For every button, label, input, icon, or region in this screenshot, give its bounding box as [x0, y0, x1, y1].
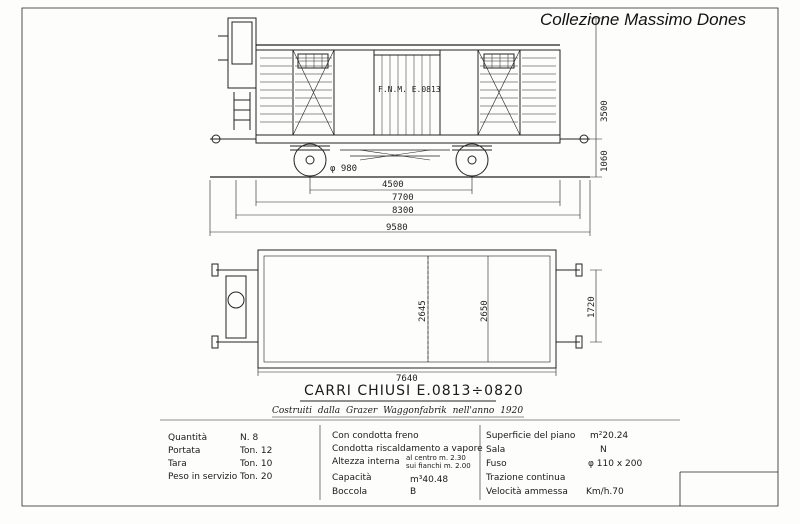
dim-label-7700: 7700: [392, 193, 414, 203]
spec-altezza-centro: al centro m. 2.30: [406, 454, 466, 462]
spec-condotta-riscaldamento: Condotta riscaldamento a vapore: [332, 444, 483, 454]
spec-superficie-label: Superficie del piano: [486, 431, 576, 441]
wheel-diameter-label: φ 980: [330, 164, 358, 174]
spec-sala-value: N: [600, 445, 607, 455]
spec-value: Ton. 10: [240, 459, 273, 469]
drawing-subtitle: Costruiti dalla Grazer Waggonfabrik nell…: [272, 406, 524, 416]
wheel-left: [293, 143, 327, 177]
specs-col1-labels: Quantità Portata Tara Peso in servizio: [168, 432, 237, 484]
spec-label: Quantità: [168, 433, 208, 443]
spec-altezza-label: Altezza interna: [332, 457, 400, 467]
spec-value: Ton. 20: [240, 472, 273, 482]
spec-label: Portata: [168, 446, 201, 456]
spec-capacita-label: Capacità: [332, 473, 372, 483]
dim-vert-top: [590, 269, 602, 343]
underframe: [255, 134, 561, 144]
spec-value: Ton. 12: [240, 446, 273, 456]
spec-velocita-value: Km/h.70: [586, 487, 624, 497]
top-view: [211, 249, 602, 376]
spec-boccola-label: Boccola: [332, 487, 368, 497]
spec-trazione: Trazione continua: [486, 473, 566, 483]
wheel-right: [455, 143, 489, 177]
collection-watermark: Collezione Massimo Dones: [540, 10, 746, 29]
dim-label-3500: 3500: [600, 100, 610, 122]
drawing-title: CARRI CHIUSI E.0813÷0820: [304, 383, 524, 399]
top-outline: [257, 249, 557, 369]
dim-vert-side: [590, 17, 602, 178]
dim-label-1060: 1060: [600, 150, 610, 172]
spec-superficie-value: m²20.24: [590, 431, 629, 441]
spec-fuso-label: Fuso: [486, 459, 507, 469]
spec-altezza-fianchi: sui fianchi m. 2.00: [406, 462, 471, 470]
spec-value: N. 8: [240, 433, 259, 443]
specs-col2: Con condotta freno Condotta riscaldament…: [332, 430, 483, 456]
dim-label-2650: 2650: [480, 300, 490, 322]
sheet-frame: [21, 7, 779, 507]
wagon-marking: F.N.M. E.0813: [378, 85, 441, 94]
spec-boccola-value: B: [410, 487, 417, 497]
side-view: [209, 17, 602, 236]
dim-label-9580: 9580: [386, 223, 408, 233]
dim-label-4500: 4500: [382, 180, 404, 190]
spec-capacita-value: m³40.48: [410, 475, 449, 485]
spec-velocita-label: Velocità ammessa: [486, 487, 568, 497]
dim-label-8300: 8300: [392, 206, 414, 216]
spec-altezza-values: al centro m. 2.30 sui fianchi m. 2.00: [406, 454, 471, 470]
spec-sala-label: Sala: [486, 445, 506, 455]
spec-label: Tara: [168, 459, 187, 469]
specs-col1-values: N. 8 Ton. 12 Ton. 10 Ton. 20: [240, 432, 272, 484]
spec-condotta-freno: Con condotta freno: [332, 431, 419, 441]
dim-label-2645: 2645: [418, 300, 428, 322]
dim-label-7640: 7640: [396, 374, 418, 384]
dim-label-1720: 1720: [587, 296, 597, 318]
spec-label: Peso in servizio: [168, 472, 238, 482]
spec-fuso-value: φ 110 x 200: [588, 459, 643, 469]
